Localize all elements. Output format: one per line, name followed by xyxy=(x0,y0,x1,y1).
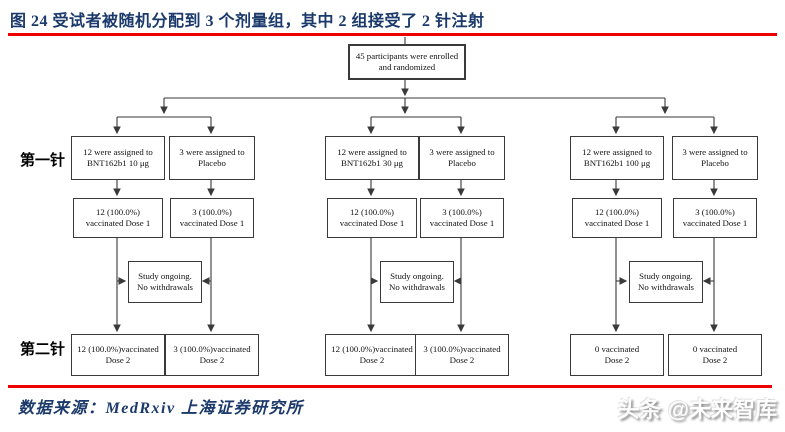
row-label-second-injection: 第二针 xyxy=(20,342,66,358)
box-text-line: Dose 2 xyxy=(199,355,225,365)
data-source-text: 数据来源：MedRxiv 上海证券研究所 xyxy=(18,400,304,417)
box-text-line: 0 vaccinated xyxy=(692,343,738,354)
box-text-line: Dose 2 xyxy=(449,355,475,365)
box-text-line: 12 (100.0%) xyxy=(595,206,639,217)
box-text-line: and randomized xyxy=(378,62,436,72)
box-dose1-placebo-g1: 3 (100.0%) vaccinated Dose 1 xyxy=(170,198,254,238)
box-text-line: 12 (100.0%)vaccinated xyxy=(331,343,413,354)
box-text-line: vaccinated Dose 1 xyxy=(179,218,245,228)
row-label-first-injection: 第一针 xyxy=(20,153,66,169)
box-dose2-placebo-g2: 3 (100.0%)vaccinated Dose 2 xyxy=(415,334,509,376)
watermark-text: 头条 @未来智库 xyxy=(617,397,777,422)
box-dose2-bnt30: 12 (100.0%)vaccinated Dose 2 xyxy=(325,334,419,376)
box-dose1-bnt100: 12 (100.0%) vaccinated Dose 1 xyxy=(572,198,662,238)
box-study-ongoing-g3: Study ongoing. No withdrawals xyxy=(629,261,703,303)
box-dose1-bnt10: 12 (100.0%) vaccinated Dose 1 xyxy=(73,198,163,238)
box-text-line: No withdrawals xyxy=(137,282,193,292)
box-text-line: 45 participants were enrolled xyxy=(355,50,459,61)
box-text-line: No withdrawals xyxy=(638,282,694,292)
box-enrolled-randomized: 45 participants were enrolled and random… xyxy=(348,44,466,80)
box-text-line: BNT162b1 10 μg xyxy=(87,158,149,168)
box-text-line: 3 were assigned to xyxy=(429,146,495,157)
box-text-line: Dose 2 xyxy=(702,355,728,365)
box-text-line: vaccinated Dose 1 xyxy=(429,218,495,228)
box-dose1-placebo-g2: 3 (100.0%) vaccinated Dose 1 xyxy=(420,198,504,238)
box-text-line: Dose 2 xyxy=(359,355,385,365)
figure-title: 图 24 受试者被随机分配到 3 个剂量组，其中 2 组接受了 2 针注射 xyxy=(10,13,485,30)
box-text-line: BNT162b1 30 μg xyxy=(341,158,403,168)
box-assigned-bnt100: 12 were assigned to BNT162b1 100 μg xyxy=(570,136,664,180)
box-text-line: 12 (100.0%) xyxy=(350,206,394,217)
box-text-line: Study ongoing. xyxy=(138,270,192,281)
box-text-line: 0 vaccinated xyxy=(594,343,640,354)
box-text-line: 12 were assigned to xyxy=(83,146,153,157)
box-assigned-placebo-g3: 3 were assigned to Placebo xyxy=(672,136,758,180)
box-text-line: Dose 2 xyxy=(604,355,630,365)
box-text-line: vaccinated Dose 1 xyxy=(339,218,405,228)
box-text-line: Placebo xyxy=(448,158,476,168)
box-study-ongoing-g1: Study ongoing. No withdrawals xyxy=(128,261,202,303)
footer-rule xyxy=(8,385,772,388)
box-text-line: Dose 2 xyxy=(105,355,131,365)
box-text-line: 3 (100.0%)vaccinated xyxy=(173,343,251,354)
box-text-line: BNT162b1 100 μg xyxy=(583,158,651,168)
box-assigned-placebo-g1: 3 were assigned to Placebo xyxy=(169,136,255,180)
box-dose1-bnt30: 12 (100.0%) vaccinated Dose 1 xyxy=(327,198,417,238)
box-text-line: 12 were assigned to xyxy=(582,146,652,157)
box-study-ongoing-g2: Study ongoing. No withdrawals xyxy=(380,261,454,303)
box-text-line: Study ongoing. xyxy=(639,270,693,281)
box-dose2-bnt10: 12 (100.0%)vaccinated Dose 2 xyxy=(71,334,165,376)
box-text-line: 3 (100.0%) xyxy=(192,206,232,217)
box-dose2-bnt100: 0 vaccinated Dose 2 xyxy=(570,334,664,376)
box-text-line: 3 (100.0%) xyxy=(442,206,482,217)
title-underline-rule xyxy=(8,33,777,36)
box-text-line: Placebo xyxy=(198,158,226,168)
box-text-line: vaccinated Dose 1 xyxy=(85,218,151,228)
box-dose2-placebo-g1: 3 (100.0%)vaccinated Dose 2 xyxy=(165,334,259,376)
box-text-line: No withdrawals xyxy=(389,282,445,292)
box-text-line: 3 (100.0%)vaccinated xyxy=(423,343,501,354)
box-text-line: Placebo xyxy=(701,158,729,168)
box-text-line: 12 (100.0%)vaccinated xyxy=(77,343,159,354)
box-assigned-placebo-g2: 3 were assigned to Placebo xyxy=(419,136,505,180)
box-text-line: 12 were assigned to xyxy=(337,146,407,157)
box-text-line: 3 were assigned to xyxy=(179,146,245,157)
box-text-line: 3 (100.0%) xyxy=(695,206,735,217)
box-text-line: Study ongoing. xyxy=(390,270,444,281)
box-text-line: vaccinated Dose 1 xyxy=(682,218,748,228)
box-text-line: vaccinated Dose 1 xyxy=(584,218,650,228)
box-assigned-bnt30: 12 were assigned to BNT162b1 30 μg xyxy=(325,136,419,180)
box-text-line: 12 (100.0%) xyxy=(96,206,140,217)
box-text-line: 3 were assigned to xyxy=(682,146,748,157)
box-dose2-placebo-g3: 0 vaccinated Dose 2 xyxy=(668,334,762,376)
box-dose1-placebo-g3: 3 (100.0%) vaccinated Dose 1 xyxy=(673,198,757,238)
box-assigned-bnt10: 12 were assigned to BNT162b1 10 μg xyxy=(71,136,165,180)
